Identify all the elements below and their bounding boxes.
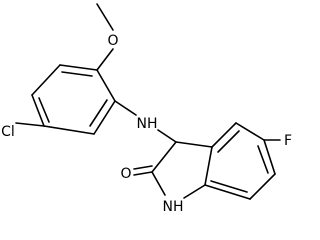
- c3-c2-bond: [151, 141, 177, 173]
- molecule-structure: O Cl NH F O NH: [1, 3, 292, 215]
- benzo-bond-3-inner: [257, 145, 269, 174]
- methyl-bond: [96, 3, 114, 31]
- aryl-bond-6: [96, 69, 116, 102]
- nh-c3-bond: [157, 129, 177, 143]
- c3a-c3-bond: [175, 141, 213, 148]
- c2-n1-bond: [151, 171, 166, 196]
- benzo-bond-2: [235, 122, 265, 141]
- aryl-nh-bond: [114, 100, 137, 116]
- aryl-bond-1-inner: [61, 71, 93, 77]
- lactam-nh-label: NH: [163, 199, 184, 215]
- methoxy-o-bond: [96, 48, 114, 71]
- chloro-bond: [15, 122, 45, 127]
- benzo-bond-4: [249, 173, 276, 200]
- methoxy-oxygen-label: O: [107, 33, 118, 49]
- aryl-bond-3-inner: [38, 97, 50, 123]
- carbonyl-oxygen-label: O: [120, 166, 131, 182]
- benzo-bond-1: [211, 122, 237, 148]
- carbonyl-bond-a: [133, 171, 153, 176]
- carbonyl-bond-b: [133, 165, 153, 170]
- aryl-bond-4: [43, 125, 95, 135]
- benzo-bond-5: [204, 184, 251, 200]
- c7a-c3a-bond: [204, 146, 213, 186]
- benzo-bond-5-inner: [210, 180, 248, 193]
- n1-c7a-bond: [183, 184, 206, 199]
- amine-label: NH: [137, 116, 158, 132]
- aryl-bond-5: [93, 100, 116, 135]
- benzo-bond-3: [263, 139, 276, 175]
- aryl-bond-1: [59, 64, 98, 71]
- aryl-bond-3: [31, 94, 45, 127]
- fluoro-label: F: [284, 133, 292, 149]
- aryl-bond-5-inner: [89, 99, 108, 127]
- chloro-label: Cl: [1, 124, 15, 140]
- aryl-bond-2: [31, 64, 61, 96]
- benzo-bond-1-inner: [217, 130, 240, 153]
